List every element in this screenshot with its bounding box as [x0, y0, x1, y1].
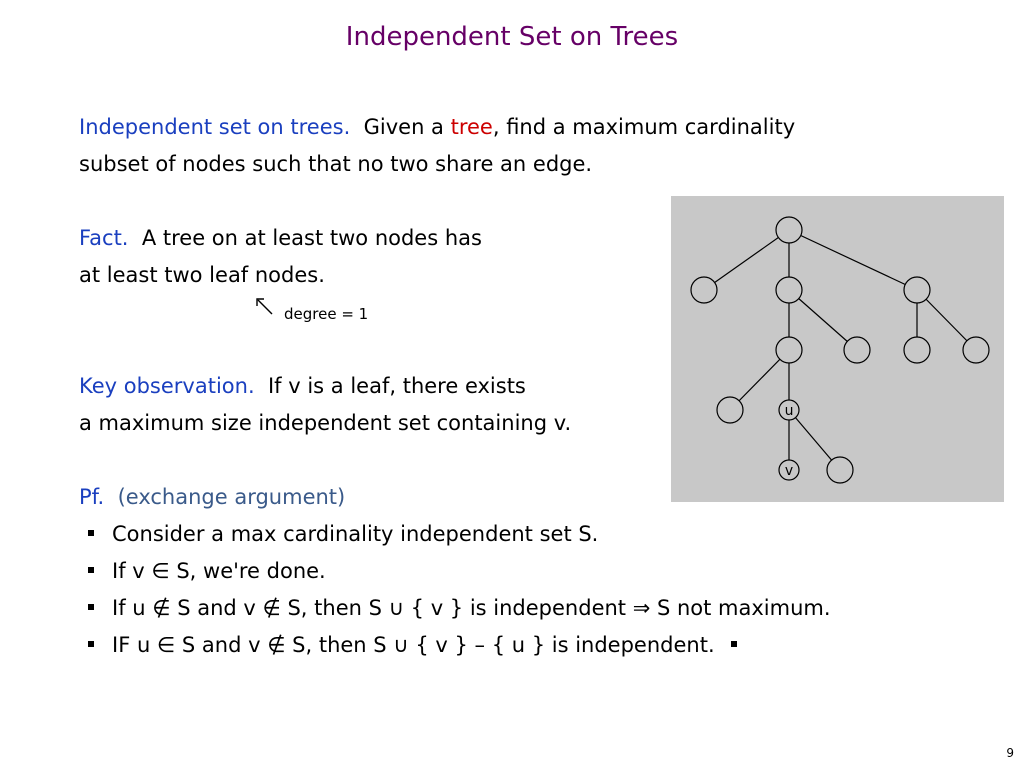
annotation-arrow-icon: [256, 298, 273, 315]
proof-bullet-text: Consider a max cardinality independent s…: [112, 522, 599, 546]
proof-bullet: If u ∉ S and v ∉ S, then S ∪ { v } is in…: [88, 595, 831, 621]
tree-node: [903, 276, 931, 304]
qed-icon: [730, 641, 737, 647]
intro-line-2: subset of nodes such that no two share a…: [79, 152, 593, 176]
tree-node-v: [778, 459, 800, 481]
tree-nodes: [690, 216, 990, 484]
tree-node: [843, 336, 871, 364]
fact-line-2: at least two leaf nodes.: [79, 263, 325, 287]
slide-title: Independent Set on Trees: [345, 22, 679, 52]
intro-term: Independent set on trees.: [79, 115, 351, 139]
degree-annotation: degree = 1: [284, 305, 369, 323]
tree-node: [690, 276, 718, 304]
proof-bullet-text: If v ∈ S, we're done.: [112, 559, 326, 583]
tree-node-u: [778, 399, 800, 421]
key-term: Key observation.: [79, 374, 255, 398]
tree-node: [775, 276, 803, 304]
tree-edge: [788, 289, 858, 351]
tree-svg: u v: [690, 216, 990, 484]
tree-node: [962, 336, 990, 364]
tree-node: [775, 216, 803, 244]
fact-text: A tree on at least two nodes has: [141, 226, 482, 250]
page-number: 9: [1006, 746, 1014, 760]
intro-line-1: Independent set on trees. Given a tree, …: [79, 114, 795, 140]
key-text: If v is a leaf, there exists: [267, 374, 526, 398]
tree-edges: [703, 229, 977, 471]
tree-node: [826, 456, 854, 484]
tree-node: [716, 396, 744, 424]
node-v-label: v: [785, 463, 793, 479]
bullet-icon: [88, 530, 94, 536]
proof-heading: Pf. (exchange argument): [79, 484, 345, 510]
proof-bullet-text: If u ∉ S and v ∉ S, then S ∪ { v } is in…: [112, 596, 831, 620]
tree-node: [775, 336, 803, 364]
intro-text-before: Given a: [363, 115, 451, 139]
proof-term: Pf.: [79, 485, 105, 509]
node-u-label: u: [785, 403, 794, 419]
tree-edge: [788, 229, 918, 291]
bullet-icon: [88, 604, 94, 610]
tree-diagram: u v: [671, 196, 1004, 502]
bullet-icon: [88, 641, 94, 647]
fact-line-1: Fact. A tree on at least two nodes has: [79, 225, 482, 251]
tree-node: [903, 336, 931, 364]
key-line-1: Key observation. If v is a leaf, there e…: [79, 373, 526, 399]
bullet-icon: [88, 567, 94, 573]
intro-text-after: , find a maximum cardinality: [492, 115, 796, 139]
fact-term: Fact.: [79, 226, 129, 250]
tree-edge: [729, 349, 790, 411]
proof-bullet: Consider a max cardinality independent s…: [88, 521, 598, 547]
proof-bullet: IF u ∈ S and v ∉ S, then S ∪ { v } – { u…: [88, 632, 737, 658]
proof-bullet-text: IF u ∈ S and v ∉ S, then S ∪ { v } – { u…: [112, 633, 715, 657]
tree-edge: [916, 289, 977, 351]
proof-bullet: If v ∈ S, we're done.: [88, 558, 326, 584]
proof-note: (exchange argument): [117, 485, 346, 509]
tree-edge: [703, 229, 790, 291]
intro-highlight: tree: [450, 115, 493, 139]
key-line-2: a maximum size independent set containin…: [79, 411, 572, 435]
